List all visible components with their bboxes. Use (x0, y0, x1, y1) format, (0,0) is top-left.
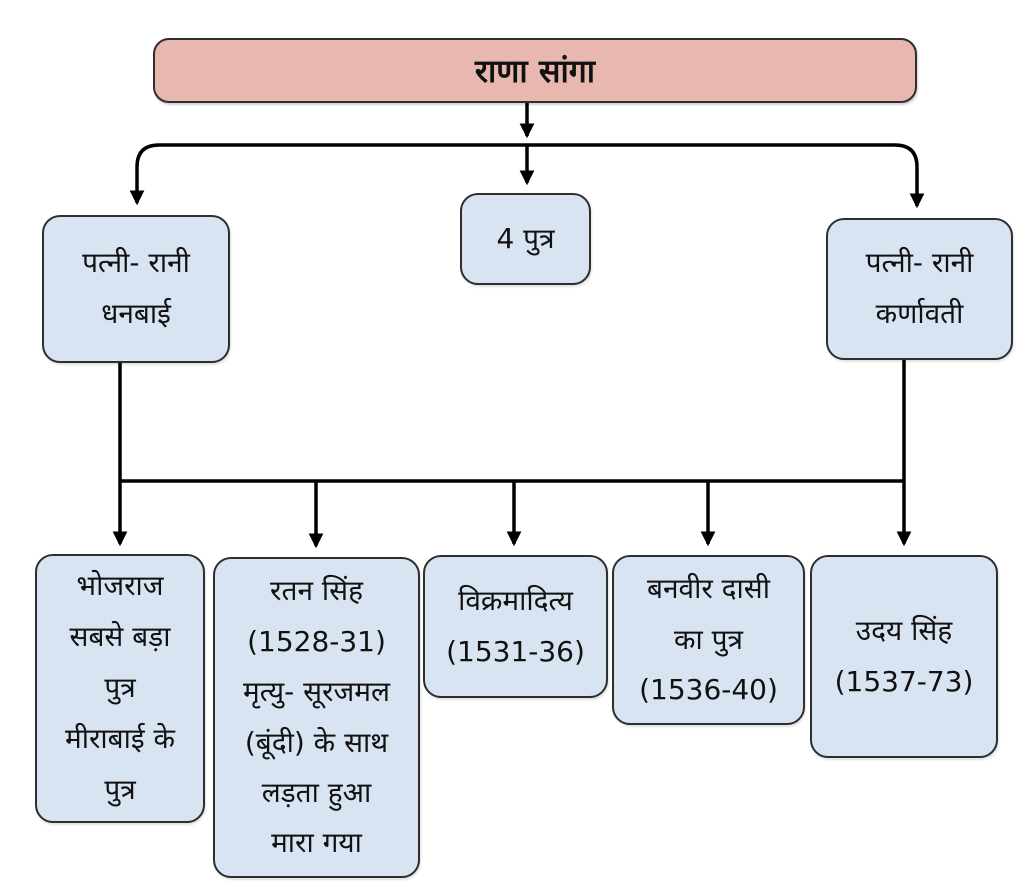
node-vikramaditya: विक्रमादित्य (1531-36) (423, 555, 608, 698)
node-uday-singh: उदय सिंह (1537-73) (810, 555, 998, 758)
node-four-sons: 4 पुत्र (460, 193, 591, 285)
node-label: बनवीर दासी का पुत्र (1536-40) (639, 571, 778, 707)
node-bhojraj: भोजराज सबसे बड़ा पुत्र मीराबाई के पुत्र (35, 554, 205, 823)
node-wife-karnavati: पत्नी- रानी कर्णावती (826, 218, 1013, 360)
node-wife-dhanbai: पत्नी- रानी धनबाई (42, 215, 230, 363)
node-label: भोजराज सबसे बड़ा पुत्र मीराबाई के पुत्र (64, 569, 176, 806)
node-label: रतन सिंह (1528-31) मृत्यु- सूरजमल (बूंदी… (243, 574, 390, 860)
node-label: राणा सांगा (474, 52, 596, 90)
node-label: पत्नी- रानी धनबाई (82, 246, 190, 330)
node-rana-sanga: राणा सांगा (153, 38, 917, 103)
node-label: 4 पुत्र (496, 221, 555, 255)
node-ratan-singh: रतन सिंह (1528-31) मृत्यु- सूरजमल (बूंदी… (213, 557, 420, 878)
node-banvir-dasi-putra: बनवीर दासी का पुत्र (1536-40) (612, 555, 805, 725)
node-label: उदय सिंह (1537-73) (834, 613, 974, 698)
node-label: विक्रमादित्य (1531-36) (446, 583, 585, 668)
node-label: पत्नी- रानी कर्णावती (865, 246, 974, 330)
